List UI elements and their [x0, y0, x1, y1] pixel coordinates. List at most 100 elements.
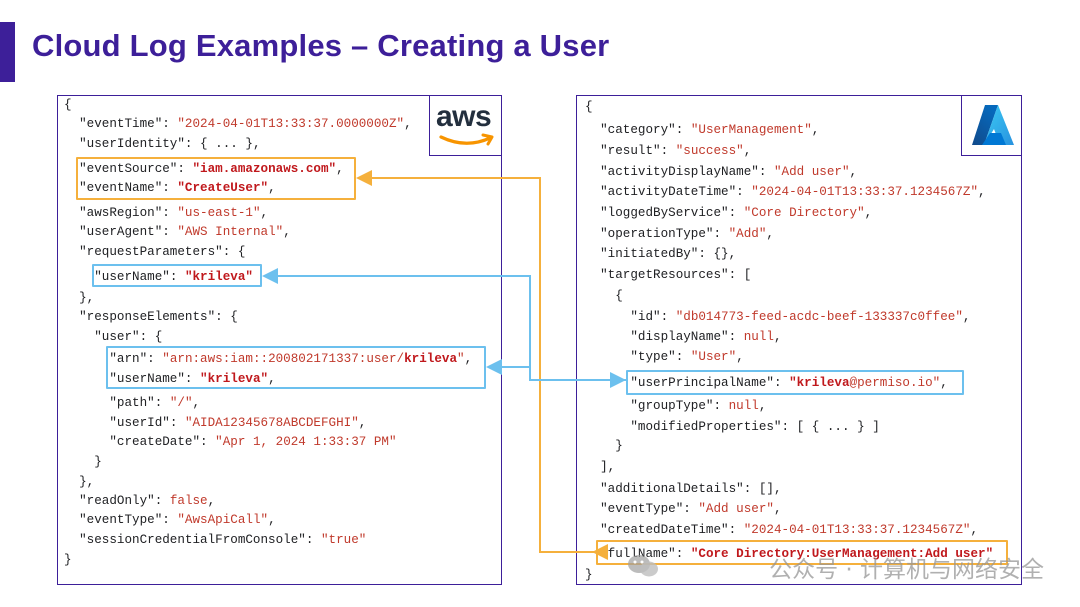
- azure-code-line: ],: [585, 458, 615, 478]
- watermark-text: 公众号 · 计算机与网络安全: [769, 557, 1044, 583]
- aws-code-line: },: [64, 289, 94, 309]
- aws-code-token: "eventTime": [64, 117, 163, 131]
- aws-code-token: ,: [283, 225, 291, 239]
- aws-code-token: "userIdentity": [64, 137, 185, 151]
- azure-code-token: :: [728, 330, 744, 344]
- azure-code-token: ,: [811, 123, 820, 137]
- azure-code-token: "krileva: [789, 376, 850, 390]
- aws-response-user-highlight: [106, 346, 486, 389]
- azure-code-line: }: [585, 566, 593, 584]
- aws-code-token: :: [147, 352, 163, 366]
- azure-code-token: "groupType": [585, 399, 714, 413]
- aws-smile-icon: [439, 133, 494, 146]
- aws-code-token: : {: [222, 245, 246, 259]
- azure-code-token: "result": [585, 144, 661, 158]
- aws-code-token: ,: [268, 181, 276, 195]
- azure-code-line: "activityDisplayName": "Add user",: [585, 163, 857, 183]
- azure-code-token: ,: [773, 502, 782, 516]
- azure-code-line: "loggedByService": "Core Directory",: [585, 204, 872, 224]
- azure-code-token: ,: [736, 350, 744, 364]
- aws-code-token: "userAgent": [64, 225, 163, 239]
- aws-code-token: "iam.amazonaws.com": [192, 162, 337, 176]
- azure-code-token: "Add": [728, 227, 767, 241]
- azure-code-token: :: [728, 523, 744, 537]
- aws-code-token: {: [64, 98, 72, 112]
- azure-code-token: }: [585, 439, 623, 453]
- azure-code-token: "additionalDetails": [585, 482, 744, 496]
- aws-code-token: :: [162, 181, 178, 195]
- aws-code-token: "true": [320, 533, 367, 547]
- azure-code-token: "Core Directory:UserManagement:Add user": [690, 547, 994, 561]
- aws-code-token: :: [200, 435, 216, 449]
- azure-code-line: }: [585, 437, 623, 457]
- aws-code-token: "AIDA12345678ABCDEFGHI": [184, 416, 359, 430]
- azure-code-token: "createdDateTime": [585, 523, 729, 537]
- azure-code-token: :: [660, 310, 676, 324]
- azure-code-token: ,: [970, 523, 979, 537]
- aws-code-line: "eventSource": "iam.amazonaws.com",: [64, 160, 344, 180]
- azure-code-token: "User": [690, 350, 737, 364]
- azure-code-line: "id": "db014773-feed-acdc-beef-133337c0f…: [585, 308, 970, 328]
- aws-request-username-highlight: [92, 264, 262, 287]
- aws-code-token: }: [64, 455, 102, 469]
- azure-code-token: "userPrincipalName": [585, 376, 774, 390]
- aws-code-token: false: [169, 494, 208, 508]
- aws-code-token: "us-east-1": [177, 206, 261, 220]
- azure-code-token: null: [728, 399, 759, 413]
- azure-code-token: "eventType": [585, 502, 684, 516]
- aws-code-line: "eventName": "CreateUser",: [64, 179, 276, 199]
- aws-code-line: "userId": "AIDA12345678ABCDEFGHI",: [64, 414, 366, 434]
- azure-code-token: "loggedByService": [585, 206, 729, 220]
- aws-code-line: "awsRegion": "us-east-1",: [64, 204, 268, 224]
- azure-code-line: "createdDateTime": "2024-04-01T13:33:37.…: [585, 521, 978, 541]
- azure-code-line: "operationType": "Add",: [585, 225, 774, 245]
- aws-code-token: "/": [169, 396, 193, 410]
- azure-code-line: "additionalDetails": [],: [585, 480, 781, 500]
- azure-code-token: : {},: [698, 247, 737, 261]
- azure-code-token: :: [736, 185, 752, 199]
- aws-code-token: :: [184, 372, 201, 386]
- azure-code-token: :: [675, 547, 691, 561]
- azure-code-token: "2024-04-01T13:33:37.1234567Z": [743, 523, 971, 537]
- aws-logo-icon: aws: [436, 100, 492, 133]
- azure-code-token: :: [660, 144, 676, 158]
- aws-code-token: :: [305, 533, 321, 547]
- azure-code-line: "displayName": null,: [585, 328, 781, 348]
- aws-code-token: "AwsApiCall": [177, 513, 269, 527]
- aws-code-token: "Apr 1, 2024 1:33:37 PM": [215, 435, 397, 449]
- azure-code-token: "Add user": [698, 502, 774, 516]
- aws-code-line: "userAgent": "AWS Internal",: [64, 223, 291, 243]
- wechat-icon: [628, 555, 658, 577]
- aws-code-line: "path": "/",: [64, 394, 200, 414]
- azure-code-token: ,: [743, 144, 752, 158]
- aws-code-line: }: [64, 551, 72, 571]
- aws-code-token: "2024-04-01T13:33:37.0000000Z": [177, 117, 405, 131]
- azure-code-token: "id": [585, 310, 661, 324]
- azure-code-line: "groupType": null,: [585, 397, 766, 417]
- azure-code-token: "success": [675, 144, 744, 158]
- azure-log-panel: { "category": "UserManagement", "result"…: [576, 95, 1022, 585]
- aws-code-token: ,: [268, 513, 276, 527]
- azure-code-token: :: [683, 502, 699, 516]
- aws-code-token: "krileva": [200, 372, 269, 386]
- aws-code-token: "CreateUser": [177, 181, 269, 195]
- aws-code-token: "sessionCredentialFromConsole": [64, 533, 306, 547]
- title-accent-bar: [0, 22, 15, 82]
- aws-code-line: "sessionCredentialFromConsole": "true": [64, 531, 366, 551]
- azure-code-token: :: [773, 376, 790, 390]
- aws-code-token: :: [154, 396, 170, 410]
- azure-code-token: ,: [766, 227, 774, 241]
- aws-code-line: },: [64, 473, 94, 493]
- azure-code-token: :: [713, 399, 729, 413]
- azure-code-token: {: [585, 289, 623, 303]
- aws-code-token: "createDate": [64, 435, 201, 449]
- azure-code-token: "db014773-feed-acdc-beef-133337c0ffee": [675, 310, 963, 324]
- azure-code-token: ],: [585, 460, 616, 474]
- azure-code-token: : [ { ... } ]: [781, 420, 880, 434]
- aws-code-token: : {: [215, 310, 238, 324]
- aws-code-token: "requestParameters": [64, 245, 223, 259]
- aws-code-line: "eventType": "AwsApiCall",: [64, 511, 276, 531]
- azure-code-token: null: [743, 330, 774, 344]
- aws-code-line: "userName": "krileva": [64, 268, 253, 288]
- aws-code-token: ,: [260, 206, 269, 220]
